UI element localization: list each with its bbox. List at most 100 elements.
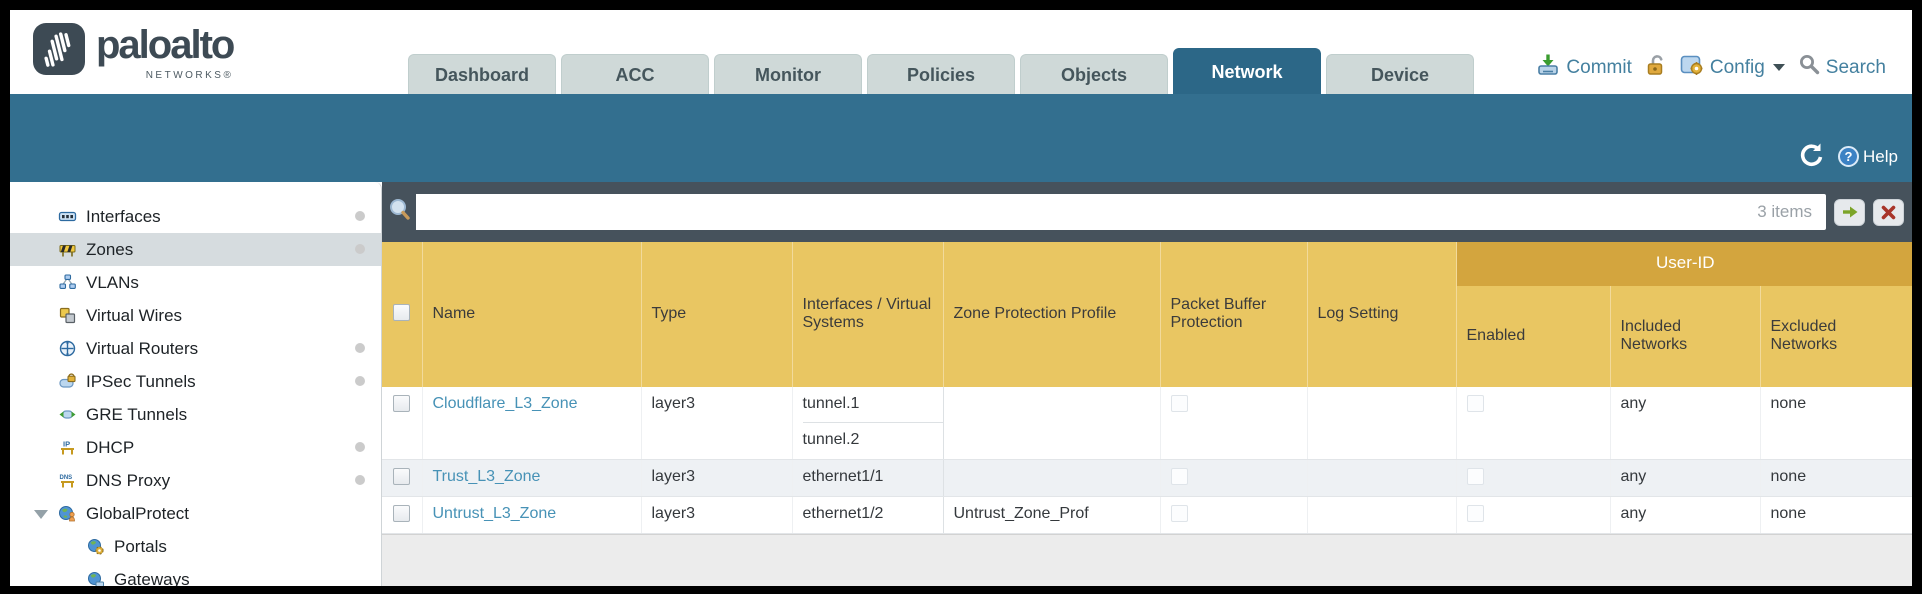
select-all-header	[382, 242, 423, 387]
column-header-interfaces[interactable]: Interfaces / Virtual Systems	[792, 242, 944, 387]
sidebar-item-vlans[interactable]: VLANs	[10, 266, 381, 299]
lock-icon[interactable]	[1646, 54, 1666, 82]
filter-bar: 3 items	[382, 182, 1912, 242]
zone-interface: ethernet1/1	[802, 467, 884, 485]
virtual-wires-icon	[57, 307, 77, 325]
sidebar-item-label: Gateways	[114, 569, 190, 587]
tab-dashboard[interactable]: Dashboard	[408, 54, 556, 94]
search-label: Search	[1825, 56, 1886, 78]
sidebar-item-label: Virtual Wires	[86, 305, 183, 325]
virtual-routers-icon	[57, 340, 77, 358]
content-background	[382, 533, 1912, 586]
packet-buffer-protection-checkbox[interactable]	[1170, 467, 1188, 485]
log-setting	[1307, 387, 1457, 460]
apply-filter-button[interactable]	[1834, 198, 1865, 226]
sidebar-item-gre-tunnels[interactable]: GRE Tunnels	[10, 398, 381, 431]
column-header-packet-buffer-protection[interactable]: Packet Buffer Protection	[1160, 242, 1308, 387]
refresh-icon[interactable]	[1798, 141, 1824, 172]
row-select-checkbox[interactable]	[393, 467, 411, 485]
sidebar-item-label: Interfaces	[86, 206, 161, 226]
column-header-included-networks[interactable]: Included Networks	[1610, 286, 1761, 387]
config-menu[interactable]: Config	[1680, 54, 1785, 82]
clear-filter-button[interactable]	[1873, 198, 1904, 226]
status-dot	[355, 211, 365, 221]
zone-protection-profile	[943, 387, 1161, 460]
packet-buffer-protection-checkbox[interactable]	[1170, 395, 1188, 412]
commit-button[interactable]: Commit	[1536, 53, 1632, 82]
excluded-networks: none	[1760, 387, 1912, 460]
sidebar-item-label: Zones	[86, 239, 134, 259]
zone-type: layer3	[641, 496, 793, 534]
sidebar-item-ipsec-tunnels[interactable]: IPSec Tunnels	[10, 365, 381, 398]
tab-policies[interactable]: Policies	[867, 54, 1015, 94]
user-id-enabled-checkbox[interactable]	[1466, 504, 1484, 522]
excluded-networks: none	[1760, 496, 1912, 534]
zone-type: layer3	[641, 459, 793, 497]
commit-label: Commit	[1566, 56, 1632, 78]
column-header-type[interactable]: Type	[641, 242, 793, 387]
status-dot	[355, 475, 365, 485]
column-header-name[interactable]: Name	[422, 242, 642, 387]
packet-buffer-protection-checkbox[interactable]	[1170, 504, 1188, 522]
table-row: Cloudflare_L3_Zone layer3 tunnel.1 tunne…	[382, 387, 1912, 460]
status-dot	[355, 343, 365, 353]
help-label: Help	[1863, 146, 1898, 166]
sidebar-item-label: GRE Tunnels	[86, 404, 188, 424]
zone-name-link[interactable]: Trust_L3_Zone	[432, 467, 541, 485]
collapse-arrow-icon[interactable]	[34, 510, 48, 519]
zone-protection-profile: Untrust_Zone_Prof	[943, 496, 1161, 534]
app-header: paloalto NETWORKS® Dashboard ACC Monitor…	[10, 10, 1912, 94]
sidebar-item-label: Portals	[114, 536, 167, 556]
zone-name-link[interactable]: Untrust_L3_Zone	[432, 504, 557, 522]
sidebar-item-dhcp[interactable]: IP DHCP	[10, 431, 381, 464]
sidebar-item-zones[interactable]: Zones	[10, 233, 381, 266]
sidebar-item-interfaces[interactable]: Interfaces	[10, 200, 381, 233]
zone-name-link[interactable]: Cloudflare_L3_Zone	[432, 395, 578, 412]
tab-network[interactable]: Network	[1173, 48, 1321, 94]
primary-nav: Dashboard ACC Monitor Policies Objects N…	[408, 48, 1474, 94]
sidebar-item-label: DHCP	[86, 437, 135, 457]
sidebar-item-globalprotect[interactable]: GlobalProtect	[10, 497, 381, 530]
logo-sub-wordmark: NETWORKS®	[145, 70, 234, 81]
portals-icon	[85, 538, 105, 556]
zone-interface: ethernet1/2	[802, 504, 884, 522]
user-id-enabled-checkbox[interactable]	[1466, 395, 1484, 412]
sidebar: Interfaces Zones VLANs Vir	[10, 182, 382, 586]
tab-monitor[interactable]: Monitor	[714, 54, 862, 94]
tab-objects[interactable]: Objects	[1020, 54, 1168, 94]
help-button[interactable]: ? Help	[1838, 146, 1898, 167]
page-banner: ? Help	[10, 94, 1912, 182]
logo-wordmark: paloalto	[96, 23, 235, 67]
status-dot	[355, 244, 365, 254]
column-header-excluded-networks[interactable]: Excluded Networks	[1760, 286, 1912, 387]
sidebar-item-dns-proxy[interactable]: DNS DNS Proxy	[10, 464, 381, 497]
sidebar-item-gateways[interactable]: Gateways	[10, 563, 381, 586]
sidebar-item-virtual-routers[interactable]: Virtual Routers	[10, 332, 381, 365]
close-icon	[1881, 205, 1896, 219]
column-header-enabled[interactable]: Enabled	[1456, 286, 1611, 387]
included-networks: any	[1610, 496, 1761, 534]
select-all-checkbox[interactable]	[393, 303, 411, 321]
gre-tunnels-icon	[57, 406, 77, 424]
zone-protection-profile	[943, 459, 1161, 497]
search-button[interactable]: Search	[1799, 54, 1886, 81]
row-select-checkbox[interactable]	[393, 504, 411, 522]
interfaces-icon	[57, 208, 77, 226]
filter-input[interactable]	[416, 194, 1758, 230]
table-row: Untrust_L3_Zone layer3 ethernet1/2 Untru…	[382, 496, 1912, 534]
config-icon	[1680, 54, 1704, 82]
column-header-log-setting[interactable]: Log Setting	[1307, 242, 1457, 387]
globalprotect-icon	[57, 505, 77, 523]
table-row: Trust_L3_Zone layer3 ethernet1/1 any non…	[382, 459, 1912, 497]
paloalto-logo-icon	[32, 22, 86, 81]
user-id-enabled-checkbox[interactable]	[1466, 467, 1484, 485]
tab-device[interactable]: Device	[1326, 54, 1474, 94]
help-icon: ?	[1838, 146, 1860, 167]
row-select-checkbox[interactable]	[393, 395, 411, 412]
paloalto-logo: paloalto NETWORKS®	[32, 22, 235, 81]
column-header-zone-protection-profile[interactable]: Zone Protection Profile	[943, 242, 1161, 387]
dns-proxy-icon: DNS	[57, 472, 77, 490]
sidebar-item-virtual-wires[interactable]: Virtual Wires	[10, 299, 381, 332]
sidebar-item-portals[interactable]: Portals	[10, 530, 381, 563]
tab-acc[interactable]: ACC	[561, 54, 709, 94]
